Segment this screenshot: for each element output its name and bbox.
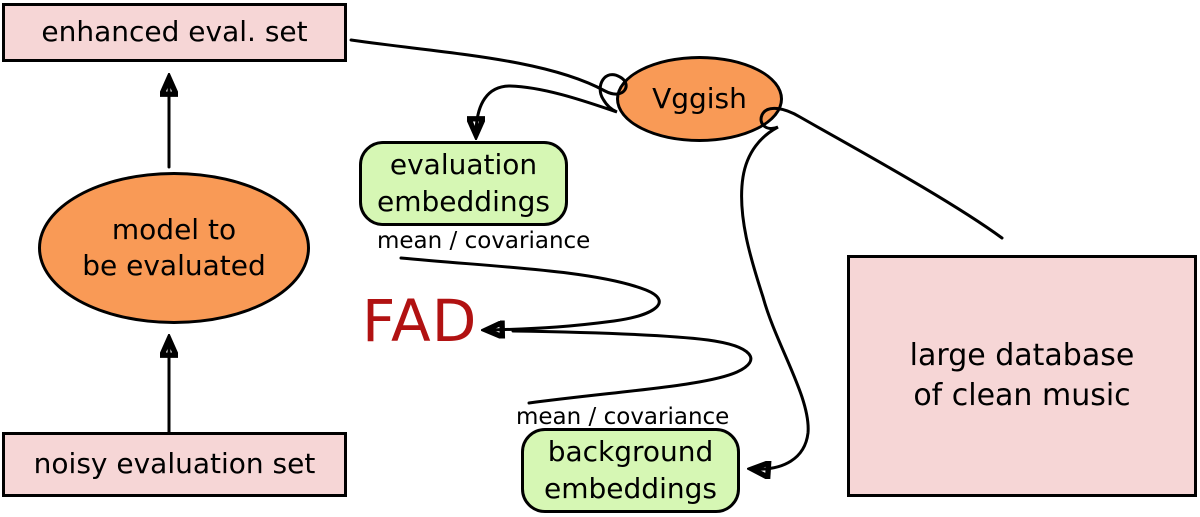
vggish-label: Vggish [652,81,747,115]
large-database-box: large database of clean music [847,255,1197,497]
edge-enhanced-to-vggish-to-eval-embeddings [349,38,628,135]
model-to-be-evaluated-ellipse: model to be evaluated [38,172,310,324]
evaluation-embeddings-line2: embeddings [377,184,550,218]
background-embeddings-line1: background [547,435,714,469]
mean-covariance-top-label: mean / covariance [377,228,591,254]
evaluation-embeddings-line1: evaluation [389,148,538,182]
model-label-line2: be evaluated [82,249,266,282]
large-database-line2: of clean music [913,378,1131,413]
fad-result-label: FAD [362,287,478,355]
edge-background-stats-to-fad [511,329,753,405]
model-label-line1: model to [111,212,237,246]
evaluation-embeddings-box: evaluation embeddings [359,141,568,226]
noisy-eval-set-label: noisy evaluation set [33,447,316,481]
enhanced-eval-set-box: enhanced eval. set [2,3,347,62]
enhanced-eval-set-label: enhanced eval. set [41,15,308,49]
background-embeddings-box: background embeddings [521,428,740,513]
vggish-ellipse: Vggish [616,56,783,142]
background-embeddings-line2: embeddings [544,471,717,505]
large-database-line1: large database [909,337,1135,373]
noisy-eval-set-box: noisy evaluation set [2,432,347,497]
mean-covariance-bottom-label: mean / covariance [516,404,730,430]
